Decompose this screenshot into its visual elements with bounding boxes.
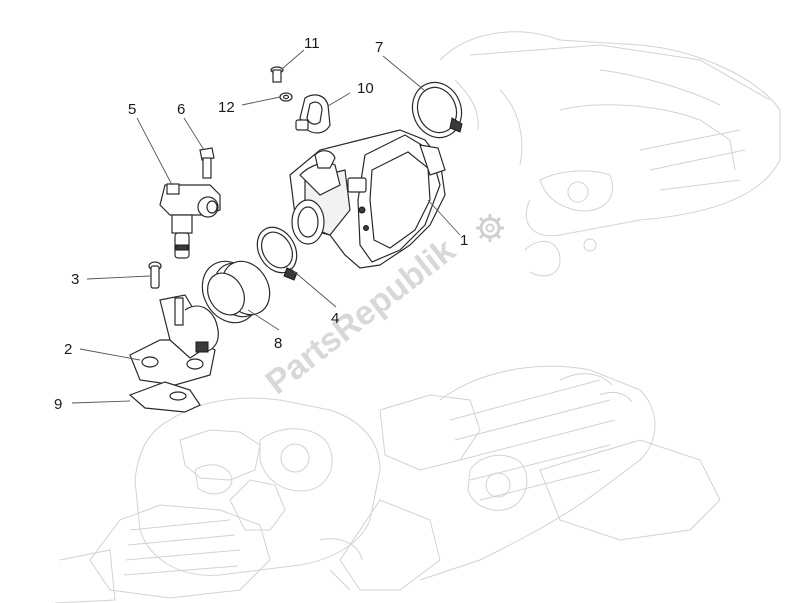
callout-2: 2: [64, 341, 72, 358]
bolt-6: [199, 147, 215, 179]
callout-10: 10: [357, 80, 374, 97]
intake-sleeve-8: [201, 260, 271, 324]
callout-8: 8: [274, 335, 282, 352]
callout-7: 7: [375, 39, 383, 56]
callout-3: 3: [71, 271, 79, 288]
clamp-ring-4: [256, 226, 298, 281]
bolt-11: [270, 66, 284, 83]
callout-5: 5: [128, 101, 136, 118]
background-engine-sketch: [54, 31, 781, 603]
callout-4: 4: [331, 310, 339, 327]
clamp-ring-7: [411, 81, 463, 139]
washer-12: [279, 92, 293, 102]
bracket-10: [295, 94, 331, 134]
gasket-9: [128, 381, 201, 413]
throttle-body-part: [289, 129, 446, 269]
screw-3: [148, 261, 162, 289]
callout-6: 6: [177, 101, 185, 118]
injector-5: [159, 183, 221, 259]
callout-labels: 1 2 3 4 5 6 7 8 9 10 11 12: [54, 35, 468, 413]
intake-manifold-2: [129, 294, 219, 386]
gear-icon: [476, 214, 504, 242]
callout-9: 9: [54, 396, 62, 413]
leader-lines: [71, 49, 461, 404]
callout-1: 1: [460, 232, 468, 249]
callout-12: 12: [218, 99, 235, 116]
callout-11: 11: [304, 35, 320, 52]
